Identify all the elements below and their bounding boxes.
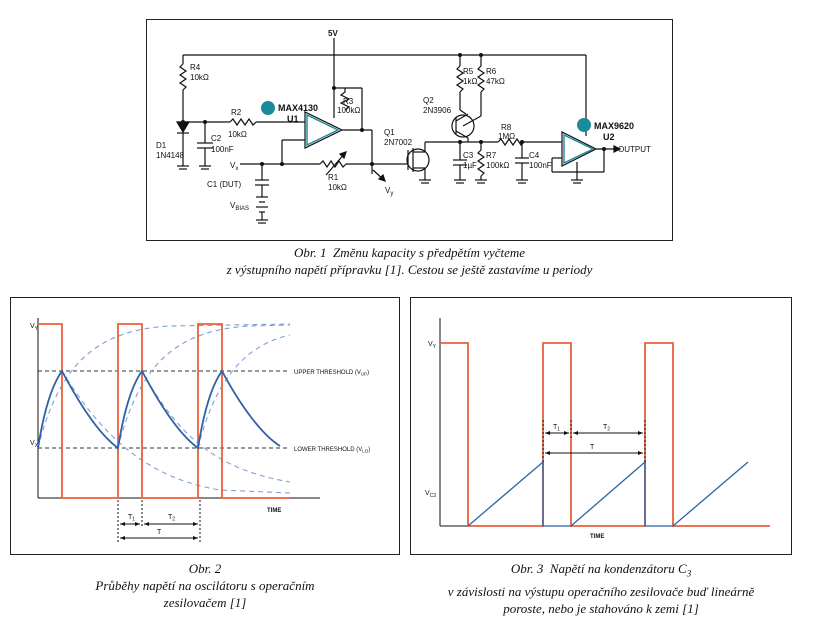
fig2-time-label: TIME xyxy=(267,508,281,514)
fig2-t2-label: T2 xyxy=(168,514,175,523)
vy-label: Vy xyxy=(385,186,393,197)
fig2-t-label: T xyxy=(157,529,162,536)
r1-value: 10kΩ xyxy=(328,183,347,192)
c4-value: 100nF xyxy=(529,161,552,170)
output-label: OUTPUT xyxy=(618,145,651,154)
c3-label: C3 xyxy=(463,151,474,160)
fig3-vc3-label: VC3 xyxy=(425,490,436,499)
fig2-square-wave xyxy=(38,323,290,499)
maxim-logo-u1 xyxy=(261,101,275,115)
fig2-lower-threshold-label: LOWER THRESHOLD (VLO) xyxy=(294,447,370,454)
vx-label: Vx xyxy=(230,161,238,172)
maxim-logo-u2 xyxy=(577,118,591,132)
fig2-caption-line2: zesilovačem [1] xyxy=(163,595,247,610)
r7-label: R7 xyxy=(486,151,497,160)
u1-name: MAX4130 xyxy=(278,103,318,113)
q2-value: 2N3906 xyxy=(423,106,452,115)
q2-label: Q2 xyxy=(423,96,434,105)
vbias-label: VBIAS xyxy=(230,201,249,212)
r5-label: R5 xyxy=(463,67,474,76)
fig1-caption-line1: Změnu kapacity s předpětím vyčteme xyxy=(332,245,526,260)
fig3-time-label: TIME xyxy=(590,534,604,540)
q1-value: 2N7002 xyxy=(384,138,413,147)
fig2-panel xyxy=(10,297,400,555)
u2-label: U2 xyxy=(603,132,615,142)
fig3-t-label: T xyxy=(590,444,595,451)
fig3-t1-label: T1 xyxy=(553,424,560,433)
fig3-vy-label: VY xyxy=(428,341,437,350)
fig3-caption-line1: Napětí na kondenzátoru xyxy=(549,561,679,576)
supply-label: 5V xyxy=(328,29,338,38)
r3-value: 100kΩ xyxy=(337,106,360,115)
fig3-caption-c-sub: 3 xyxy=(686,568,692,579)
fig2-vx-label: VX xyxy=(30,440,39,449)
fig2-vy-label: VY xyxy=(30,323,39,332)
fig3-panel xyxy=(410,297,792,555)
fig2-upper-threshold-label: UPPER THRESHOLD (VUP) xyxy=(294,370,369,377)
r2-label: R2 xyxy=(231,108,242,117)
fig1-caption: Obr. 1 Změnu kapacity s předpětím vyčtem… xyxy=(146,244,673,278)
c2-value: 100nF xyxy=(211,145,234,154)
fig3-caption-line2: v závislosti na výstupu operačního zesil… xyxy=(447,583,755,599)
c3-value: 1µF xyxy=(463,161,477,170)
u1-label: U1 xyxy=(287,114,299,124)
r3-label: R3 xyxy=(343,97,354,106)
fig3-caption-c: C xyxy=(678,561,687,576)
r8-value: 1MΩ xyxy=(498,132,515,141)
fig2-capacitor-voltage xyxy=(37,369,281,450)
fig3-ramp-wave xyxy=(467,460,749,527)
d1-value: 1N4148 xyxy=(156,151,185,160)
fig3-caption-line3: poroste, nebo je stahováno k zemi [1] xyxy=(503,600,699,616)
r2-value: 10kΩ xyxy=(228,130,247,139)
fig1-caption-number: Obr. 1 xyxy=(293,245,327,260)
fig2-t1-label: T1 xyxy=(128,514,135,523)
u2-name: MAX9620 xyxy=(594,121,634,131)
d1-label: D1 xyxy=(156,141,167,150)
fig1-caption-line2: z výstupního napětí přípravku [1]. Cesto… xyxy=(226,262,593,277)
c1-label: C1 (DUT) xyxy=(207,180,242,189)
r4-value: 10kΩ xyxy=(190,73,209,82)
r6-value: 47kΩ xyxy=(486,77,505,86)
r8-label: R8 xyxy=(501,123,512,132)
fig2-caption: Obr. 2 Průběhy napětí na oscilátoru s op… xyxy=(10,560,400,611)
fig3-caption: Obr. 3 Napětí na kondenzátoru C3 v závis… xyxy=(410,560,792,617)
c2-label: C2 xyxy=(211,134,222,143)
fig3-caption-number: Obr. 3 xyxy=(510,561,544,576)
r6-label: R6 xyxy=(486,67,497,76)
c4-label: C4 xyxy=(529,151,540,160)
r4-label: R4 xyxy=(190,63,201,72)
fig2-caption-number: Obr. 2 xyxy=(188,561,222,576)
r5-value: 1kΩ xyxy=(463,77,477,86)
fig3-square-wave xyxy=(440,342,770,527)
fig2-caption-line1: Průběhy napětí na oscilátoru s operačním xyxy=(95,578,315,593)
r7-value: 100kΩ xyxy=(486,161,509,170)
q1-label: Q1 xyxy=(384,128,395,137)
fig3-t2-label: T2 xyxy=(603,424,610,433)
r1-label: R1 xyxy=(328,173,339,182)
